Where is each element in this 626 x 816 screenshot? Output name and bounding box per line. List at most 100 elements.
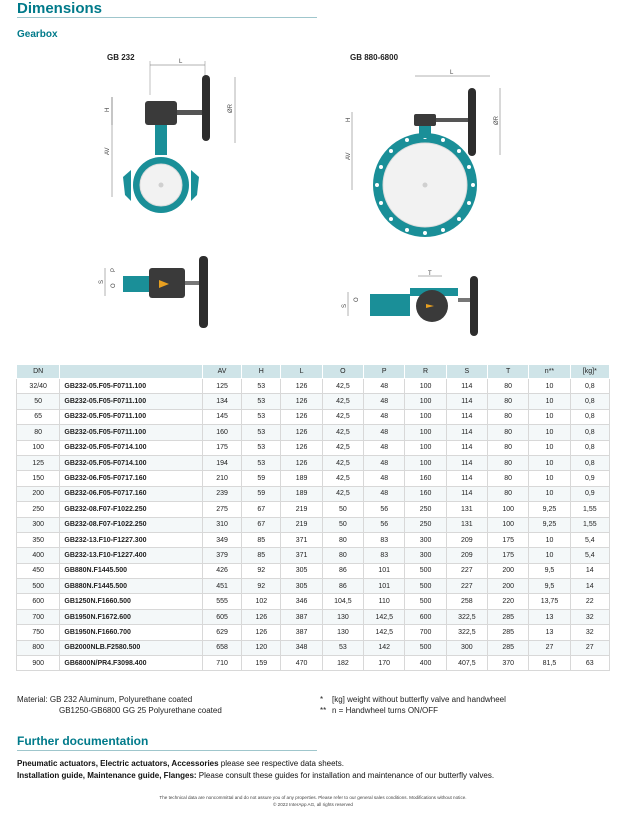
table-cell: 451: [201, 578, 243, 595]
table-cell: 10: [528, 470, 571, 487]
table-cell: 80: [321, 547, 365, 564]
table-cell: 104,5: [321, 593, 365, 610]
table-cell: 379: [201, 547, 243, 564]
column-header: DN: [15, 364, 61, 379]
table-cell: 80: [486, 485, 530, 503]
cell-gearbox-code: GB232-06.F05-F0717.160: [59, 470, 203, 487]
table-cell: 53: [321, 639, 365, 657]
table-cell: 9,25: [528, 501, 571, 518]
table-cell: 42,5: [321, 408, 365, 426]
table-cell: 189: [280, 485, 323, 503]
table-cell: 100: [404, 454, 447, 472]
table-cell: 101: [363, 578, 406, 595]
footer-disclaimer: The technical data are noncommittal and …: [159, 795, 467, 800]
cell-dn: 80: [15, 424, 61, 441]
table-cell: 0,8: [569, 439, 611, 456]
table-cell: 300: [404, 531, 447, 549]
doc-line-2-text: Please consult these guides for installa…: [196, 771, 495, 780]
table-cell: 629: [201, 624, 243, 641]
table-cell: 13: [528, 624, 571, 641]
table-cell: 114: [445, 485, 489, 503]
cell-gearbox-code: GB1250N.F1660.500: [59, 593, 203, 610]
table-cell: 126: [241, 624, 282, 641]
table-cell: 142,5: [363, 608, 406, 626]
table-cell: 0,8: [569, 424, 611, 441]
column-header: S: [445, 364, 489, 379]
table-cell: 80: [486, 439, 530, 456]
table-cell: 500: [404, 578, 447, 595]
dim-label-o-right: O: [354, 297, 360, 302]
doc-link-actuators: Pneumatic actuators, Electric actuators,…: [17, 759, 219, 768]
column-header: O: [321, 364, 365, 379]
table-cell: 400: [404, 655, 447, 672]
table-cell: 32: [569, 624, 611, 641]
cell-dn: 600: [15, 593, 61, 610]
table-cell: 13,75: [528, 593, 571, 610]
table-cell: 209: [445, 547, 489, 564]
table-cell: 48: [363, 408, 406, 426]
table-cell: 86: [321, 562, 365, 580]
gb232-front-view-drawing: L AV H ØR: [105, 59, 236, 213]
dim-label-s: S: [99, 280, 105, 284]
cell-gearbox-code: GB2000NLB.F2580.500: [59, 639, 203, 657]
table-cell: 42,5: [321, 439, 365, 456]
table-cell: 219: [280, 501, 323, 518]
cell-gearbox-code: GB6800N/PR4.F3098.400: [59, 655, 203, 672]
table-cell: 310: [201, 516, 243, 533]
table-cell: 100: [404, 393, 447, 410]
footnote-text: n = Handwheel turns ON/OFF: [332, 706, 439, 715]
table-cell: 285: [486, 608, 530, 626]
table-cell: 42,5: [321, 393, 365, 410]
table-cell: 56: [363, 516, 406, 533]
table-cell: 0,8: [569, 408, 611, 426]
table-cell: 10: [528, 531, 571, 549]
table-cell: 80: [486, 454, 530, 472]
table-cell: 53: [241, 377, 282, 395]
cell-gearbox-code: GB232-05.F05-F0711.100: [59, 377, 203, 395]
cell-dn: 300: [15, 516, 61, 533]
table-cell: 1,55: [569, 516, 611, 533]
dim-label-av-right: AV: [346, 152, 352, 160]
table-cell: 126: [280, 377, 323, 395]
table-cell: 658: [201, 639, 243, 657]
cell-gearbox-code: GB232-05.F05-F0714.100: [59, 454, 203, 472]
table-cell: 370: [486, 655, 530, 672]
gb880-front-view-drawing: L AV H ØR: [346, 70, 501, 237]
gb232-top-view-drawing: S O P: [99, 256, 208, 328]
table-cell: 32: [569, 608, 611, 626]
table-cell: 227: [445, 578, 489, 595]
table-cell: 250: [404, 501, 447, 518]
table-cell: 0,8: [569, 454, 611, 472]
dim-label-av: AV: [105, 147, 111, 155]
doc-link-guides: Installation guide, Maintenance guide, F…: [17, 771, 197, 780]
table-cell: 189: [280, 470, 323, 487]
table-cell: 160: [404, 470, 447, 487]
table-cell: 305: [280, 578, 323, 595]
cell-dn: 100: [15, 439, 61, 456]
cell-dn: 350: [15, 531, 61, 549]
table-cell: 126: [280, 454, 323, 472]
table-cell: 101: [363, 562, 406, 580]
table-cell: 48: [363, 470, 406, 487]
table-cell: 80: [486, 408, 530, 426]
table-cell: 67: [241, 501, 282, 518]
table-cell: 10: [528, 408, 571, 426]
table-cell: 9,25: [528, 516, 571, 533]
dim-label-l: L: [179, 59, 183, 65]
cell-dn: 400: [15, 547, 61, 564]
table-cell: 220: [486, 593, 530, 610]
table-cell: 349: [201, 531, 243, 549]
title-divider: [17, 17, 317, 18]
table-cell: 13: [528, 608, 571, 626]
table-cell: 10: [528, 454, 571, 472]
table-cell: 100: [404, 377, 447, 395]
